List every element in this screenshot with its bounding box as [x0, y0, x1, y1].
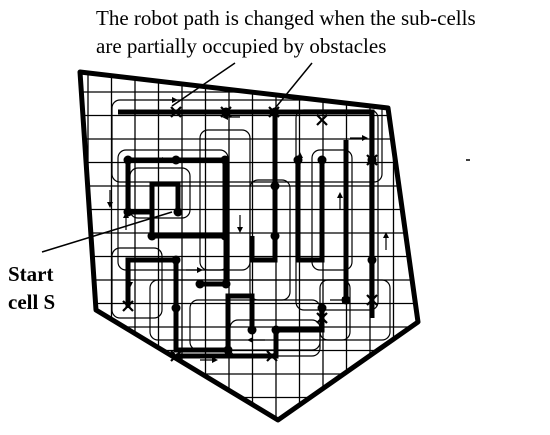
workspace-boundary	[77, 69, 421, 423]
robot-path-segment	[125, 257, 255, 353]
x-stroke	[366, 154, 378, 166]
x-stroke	[316, 114, 328, 126]
path-node	[271, 325, 281, 335]
thin-loop	[111, 247, 163, 319]
path-node	[195, 279, 205, 289]
obstacle-x-mark	[266, 350, 278, 362]
path-node	[173, 207, 183, 217]
path-node	[220, 231, 230, 241]
path-node	[171, 255, 181, 265]
obstacle-marks	[122, 106, 378, 362]
obstacle-x-mark	[366, 154, 378, 166]
path-node	[270, 181, 280, 191]
thin-loop	[249, 179, 291, 301]
robot-path-segment	[200, 236, 229, 287]
thin-loop	[111, 99, 383, 183]
path-node	[317, 155, 327, 165]
path-node	[147, 231, 157, 241]
x-stroke	[266, 350, 278, 362]
leader-line-2	[271, 62, 313, 113]
path-node	[293, 155, 303, 165]
path-node	[270, 231, 280, 241]
obstacle-x-mark	[220, 106, 232, 118]
path-node	[341, 295, 351, 305]
x-stroke	[316, 312, 328, 324]
path-node	[171, 303, 181, 313]
thin-loop	[117, 149, 229, 271]
path-node	[123, 155, 133, 165]
path-node	[123, 207, 133, 217]
path-node	[220, 155, 230, 165]
caption-line-2: are partially occupied by obstacles	[96, 34, 387, 58]
obstacle-x-mark	[316, 312, 328, 324]
start-label-line-1: Start	[8, 262, 54, 286]
obstacle-x-mark	[122, 300, 134, 312]
start-label-line-2: cell S	[8, 290, 56, 314]
path-node	[221, 279, 231, 289]
x-stroke	[268, 106, 280, 118]
obstacle-x-mark	[170, 106, 182, 118]
obstacle-x-mark	[316, 114, 328, 126]
path-node	[367, 255, 377, 265]
obstacle-x-mark	[366, 294, 378, 306]
x-stroke	[170, 106, 182, 118]
caption: The robot path is changed when the sub-c…	[96, 4, 476, 60]
path-node	[317, 303, 327, 313]
robot-path-segment	[118, 109, 375, 318]
robot-path-segment	[295, 160, 325, 263]
x-stroke	[366, 294, 378, 306]
thin-loop	[189, 299, 321, 351]
obstacle-x-mark	[268, 106, 280, 118]
path-node	[247, 325, 257, 335]
start-cell-label: Start cell S	[8, 260, 55, 316]
leader-line-1	[171, 62, 236, 107]
x-stroke	[122, 300, 134, 312]
path-node	[223, 345, 233, 355]
thin-loop	[311, 149, 353, 271]
caption-line-1: The robot path is changed when the sub-c…	[96, 6, 476, 30]
robot-path-segment	[128, 157, 228, 239]
path-node	[171, 155, 181, 165]
leader-line-start	[41, 211, 173, 253]
x-stroke	[220, 106, 232, 118]
